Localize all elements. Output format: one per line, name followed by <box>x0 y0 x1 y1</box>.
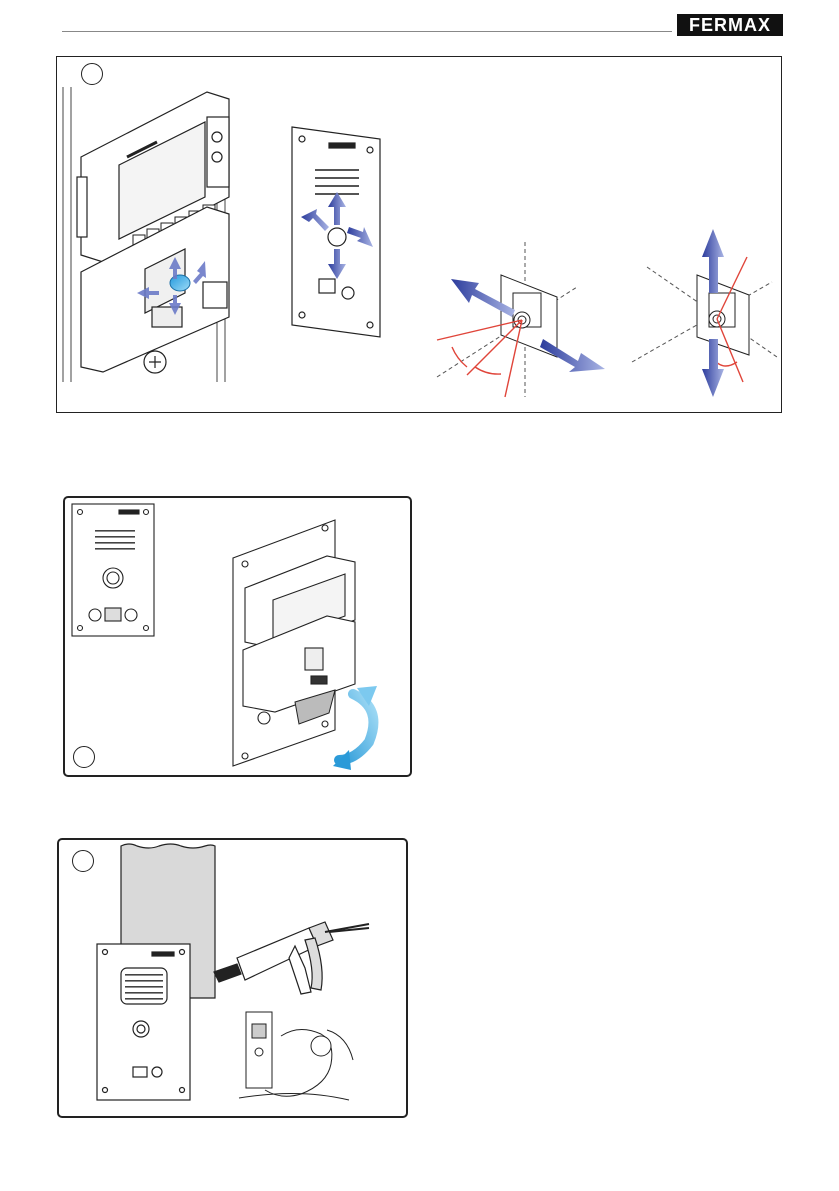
figure-camera-adjustment-drawing <box>57 57 781 412</box>
figure-sealing <box>57 838 408 1118</box>
front-panel <box>72 504 154 636</box>
figure-module-fitting-drawing <box>65 498 410 775</box>
figure-camera-adjustment <box>56 56 782 413</box>
figure-sealing-drawing <box>59 840 406 1116</box>
installer-sketch <box>239 1012 353 1100</box>
front-panel <box>97 944 190 1100</box>
page-header-rule <box>62 31 672 32</box>
front-panel <box>292 127 380 337</box>
tilt-diagram <box>632 267 777 362</box>
fermax-logo: FERMAX <box>677 14 783 36</box>
pan-diagram <box>437 242 577 397</box>
caulking-gun-icon <box>214 922 369 994</box>
figure-module-fitting <box>63 496 412 777</box>
